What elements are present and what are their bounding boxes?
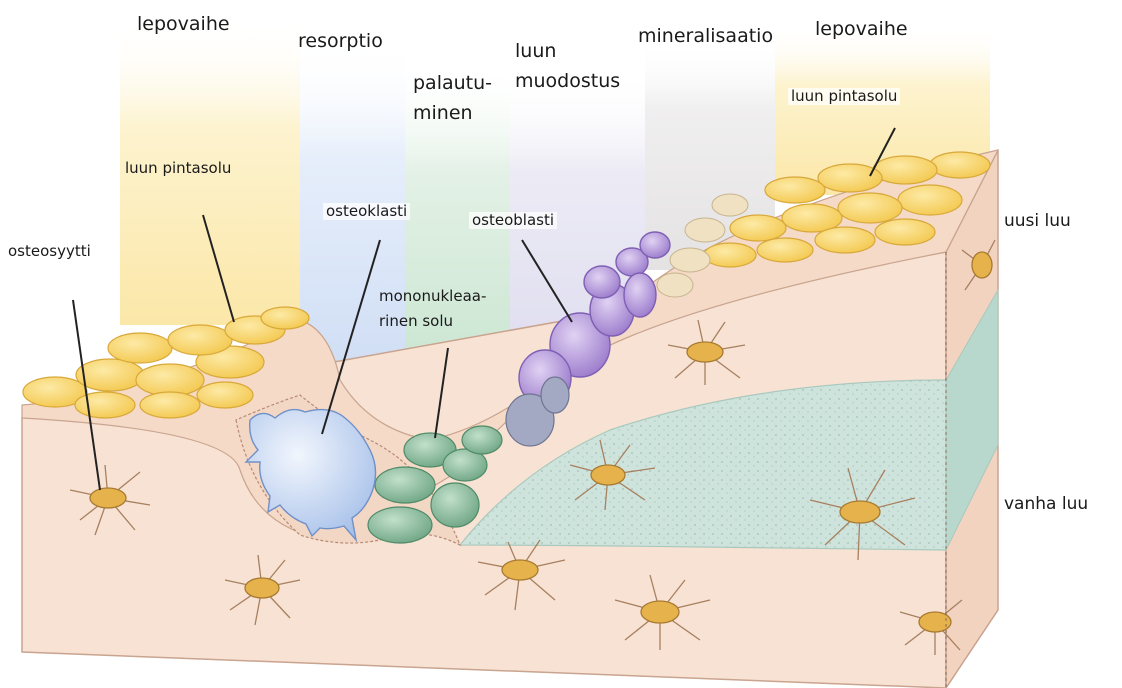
transitional-cell bbox=[685, 218, 725, 242]
lining-cell bbox=[765, 177, 825, 203]
lining-cell bbox=[108, 333, 172, 363]
lining-cell bbox=[815, 227, 875, 253]
phase-label-resorption: resorptio bbox=[298, 31, 383, 53]
label-lining-cell-left: luun pintasolu bbox=[125, 160, 231, 177]
phase-label-formation-1: luun bbox=[515, 41, 556, 63]
lining-cell bbox=[136, 364, 204, 396]
lining-cell bbox=[704, 243, 756, 267]
mononuclear-cell bbox=[462, 426, 502, 454]
osteoblast-precursor bbox=[541, 377, 569, 413]
lining-cell bbox=[730, 215, 786, 241]
lining-cell bbox=[140, 392, 200, 418]
label-osteoclast: osteoklasti bbox=[323, 203, 410, 220]
mononuclear-cell bbox=[368, 507, 432, 543]
lining-cell bbox=[197, 382, 253, 408]
phase-label-reversal-1: palautu- bbox=[413, 73, 492, 95]
lining-cell bbox=[873, 156, 937, 184]
phase-label-mineralisation: mineralisaatio bbox=[638, 26, 773, 48]
lining-cell bbox=[757, 238, 813, 262]
label-osteocyte: osteosyytti bbox=[8, 243, 91, 260]
phase-label-resting-left: lepovaihe bbox=[137, 14, 230, 36]
label-old-bone: vanha luu bbox=[1004, 495, 1088, 515]
lining-cell bbox=[261, 307, 309, 329]
label-new-bone: uusi luu bbox=[1004, 212, 1071, 232]
lining-cell bbox=[818, 164, 882, 192]
phase-label-formation-2: muodostus bbox=[515, 71, 620, 93]
label-mononuclear-2: rinen solu bbox=[379, 313, 453, 330]
label-lining-cell-right: luun pintasolu bbox=[788, 88, 900, 105]
lining-cell bbox=[898, 185, 962, 215]
label-osteoblast: osteoblasti bbox=[469, 212, 557, 229]
lining-cell bbox=[930, 152, 990, 178]
transitional-cell bbox=[657, 273, 693, 297]
lining-cell bbox=[168, 325, 232, 355]
phase-label-resting-right: lepovaihe bbox=[815, 19, 908, 41]
osteoblast-cell bbox=[624, 273, 656, 317]
transitional-cell bbox=[670, 248, 710, 272]
lining-cell bbox=[838, 193, 902, 223]
phase-label-reversal-2: minen bbox=[413, 103, 473, 125]
osteoblast-cell bbox=[584, 266, 620, 298]
transitional-cell bbox=[712, 194, 748, 216]
osteoblast-cell bbox=[640, 232, 670, 258]
mononuclear-cell bbox=[431, 483, 479, 527]
label-mononuclear-1: mononukleaa- bbox=[379, 288, 486, 305]
lining-cell bbox=[875, 219, 935, 245]
mononuclear-cell bbox=[375, 467, 435, 503]
lining-cell bbox=[75, 392, 135, 418]
